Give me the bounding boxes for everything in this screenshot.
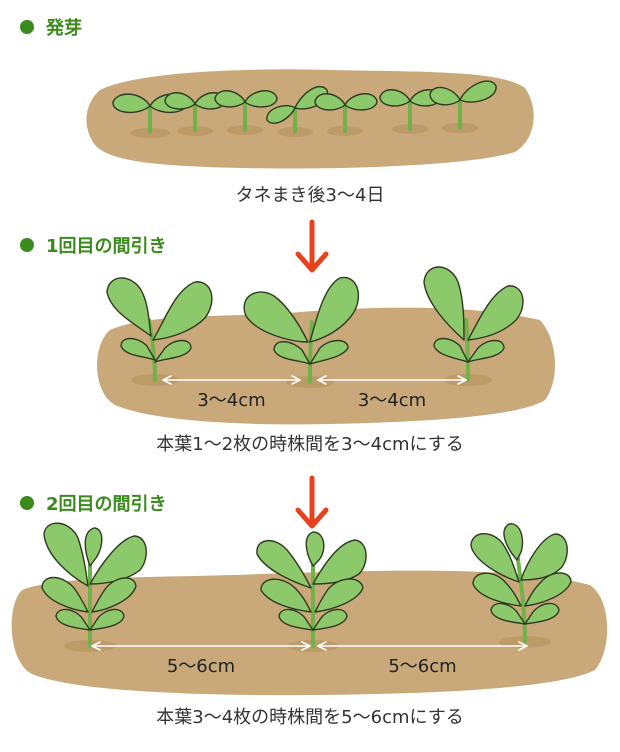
soil-bed-sprout [86,69,534,169]
soil-bed-second-thinning [11,570,608,696]
step-arrow-2 [295,475,329,529]
young-plant-3 [470,523,572,644]
sprout-5 [314,93,378,133]
stage-title-first-thinning: 1回目の間引き [0,230,300,260]
sprout-3 [214,90,278,132]
soil-bed-first-thinning [97,307,556,425]
stage-title-sprout: 発芽 [0,12,300,42]
stage-title-text: 2回目の間引き [46,494,167,515]
bullet-dot [20,238,34,252]
spacing-arrows [91,375,528,651]
seedling-2 [243,276,359,384]
bullet-dot [20,20,34,34]
sprout-7 [429,80,497,130]
young-plant-2 [256,531,367,648]
stage-title-text: 発芽 [46,18,82,39]
first-thinning-plants [106,266,524,384]
spacing-arrow-2b [317,641,528,651]
bullet-dot [20,496,34,510]
caption-sprout: タネまき後3〜4日 [235,185,385,206]
sprout-2 [164,92,226,132]
sprout-4 [266,85,329,134]
stage-title-text: 1回目の間引き [46,236,167,257]
spacing-label-1b: 3〜4cm [357,390,427,411]
caption-second-thinning: 本葉3〜4枚の時株間を5〜6cmにする [156,707,464,728]
caption-first-thinning: 本葉1〜2枚の時株間を3〜4cmにする [156,434,464,455]
seedling-3 [423,266,524,382]
spacing-label-2b: 5〜6cm [388,656,457,677]
spacing-arrow-2a [91,641,311,651]
spacing-arrow-1b [317,375,467,385]
spacing-label-2a: 5〜6cm [166,656,236,677]
sprouts [112,80,497,134]
spacing-label-1a: 3〜4cm [197,390,266,411]
spacing-arrow-1a [162,375,301,385]
second-thinning-plants [41,522,572,648]
stage-title-second-thinning: 2回目の間引き [0,488,300,518]
young-plant-1 [41,522,147,648]
step-arrow-1 [295,219,329,273]
seedling-1 [106,277,213,382]
